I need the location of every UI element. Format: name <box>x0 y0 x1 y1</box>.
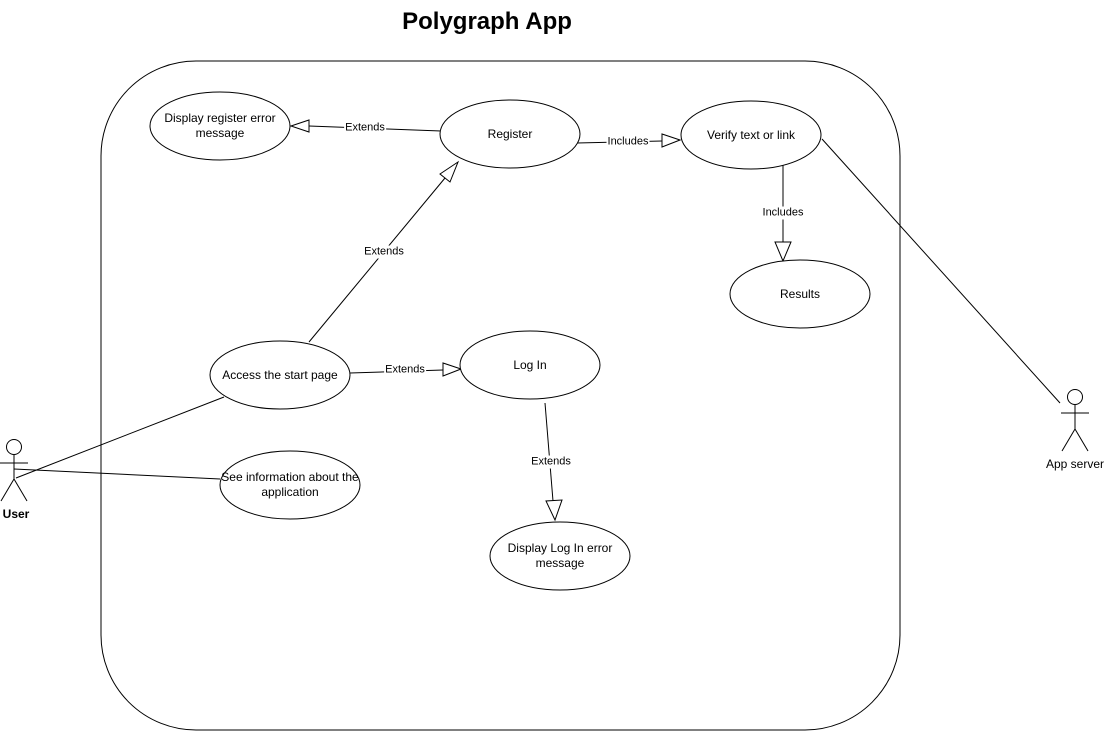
arrowhead-login-error <box>545 499 563 522</box>
use-case-display-login-error-shape <box>489 521 631 591</box>
edge-label-register-verify: Includes <box>606 135 650 149</box>
use-case-label: Log In <box>513 357 547 372</box>
association-user-info <box>13 468 221 480</box>
arrowhead-access-register <box>439 160 460 183</box>
arrowhead-register-error <box>289 119 310 133</box>
use-case-results[interactable]: Results <box>730 260 870 328</box>
use-case-register-shape <box>439 99 581 169</box>
edge-label-access-login: Extends <box>384 363 426 377</box>
use-case-see-info-shape <box>219 450 361 520</box>
use-case-label: Results <box>779 286 820 301</box>
edge-label-login-error: Extends <box>530 455 572 469</box>
arrowhead-verify-results <box>774 241 792 263</box>
use-case-display-register-error[interactable]: Display register error message <box>150 92 290 160</box>
edge-label-register-error: Extends <box>344 121 386 135</box>
use-case-label: Display Log In error message <box>507 541 613 570</box>
use-case-label: See information about the application <box>221 470 359 499</box>
association-user-access <box>15 396 225 479</box>
actor-label-user: User <box>2 507 30 521</box>
use-case-see-information[interactable]: See information about the application <box>216 451 364 519</box>
user-actor-icon <box>0 439 28 502</box>
edge-access-register <box>308 177 446 343</box>
arrowhead-access-login <box>442 362 463 377</box>
use-case-verify-shape <box>680 100 822 170</box>
actor-label-app-server: App server <box>1045 457 1105 471</box>
use-case-label: Verify text or link <box>706 127 796 142</box>
association-server-verify <box>821 138 1061 404</box>
edge-login-error <box>544 402 554 502</box>
arrowhead-register-verify <box>661 133 682 148</box>
system-boundary <box>100 60 901 731</box>
use-case-label: Register <box>487 126 533 141</box>
use-case-register[interactable]: Register <box>440 100 580 168</box>
use-case-display-register-error-shape <box>149 91 291 161</box>
use-case-verify-text-or-link[interactable]: Verify text or link <box>681 101 821 169</box>
use-case-results-shape <box>729 259 871 329</box>
edge-label-access-register: Extends <box>363 245 405 259</box>
use-case-label: Display register error message <box>164 111 276 140</box>
use-case-log-in[interactable]: Log In <box>460 331 600 399</box>
page-title: Polygraph App <box>402 8 572 35</box>
use-case-login-shape <box>459 330 601 400</box>
use-case-access-start-page[interactable]: Access the start page <box>210 341 350 409</box>
use-case-display-login-error[interactable]: Display Log In error message <box>490 522 630 590</box>
edge-label-verify-results: Includes <box>761 206 805 220</box>
app-server-actor-icon <box>1061 389 1089 452</box>
use-case-label: Access the start page <box>222 367 338 382</box>
use-case-access-start-shape <box>209 340 351 410</box>
